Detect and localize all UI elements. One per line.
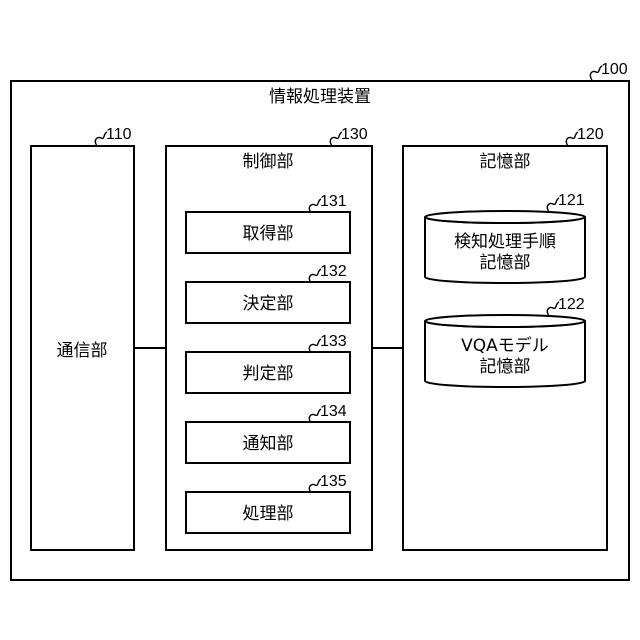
storage-ref: 120 [577, 126, 604, 143]
control-subunit-ref: 135 [320, 473, 347, 490]
control-subunit-label: 取得部 [243, 224, 294, 244]
control-subunit-ref: 134 [320, 403, 347, 420]
control-subunit-label: 通知部 [243, 434, 294, 454]
database-label-line1: 検知処理手順 [454, 232, 556, 252]
database-label-line1: VQAモデル [461, 335, 549, 356]
storage-unit-label: 記憶部 [480, 152, 531, 172]
control-subunit-label: 判定部 [243, 364, 294, 384]
control-subunit-ref: 132 [320, 263, 347, 280]
database-cylinder-top [425, 315, 585, 327]
control-subunit-label: 決定部 [243, 294, 294, 314]
database-label-line2: 記憶部 [480, 253, 531, 273]
database-label-line2: 記憶部 [480, 357, 531, 377]
control-subunit-label: 処理部 [243, 504, 294, 524]
database-cylinder-top [425, 211, 585, 223]
database-ref: 121 [558, 192, 585, 209]
database-ref: 122 [558, 296, 585, 313]
control-subunit-ref: 133 [320, 333, 347, 350]
control-ref: 130 [341, 126, 368, 143]
control-unit-label: 制御部 [243, 152, 294, 172]
communication-ref: 110 [106, 126, 132, 143]
device-label: 情報処理装置 [269, 87, 371, 107]
control-subunit-ref: 131 [320, 193, 347, 210]
communication-unit-label: 通信部 [57, 341, 108, 361]
device-ref: 100 [601, 61, 628, 78]
